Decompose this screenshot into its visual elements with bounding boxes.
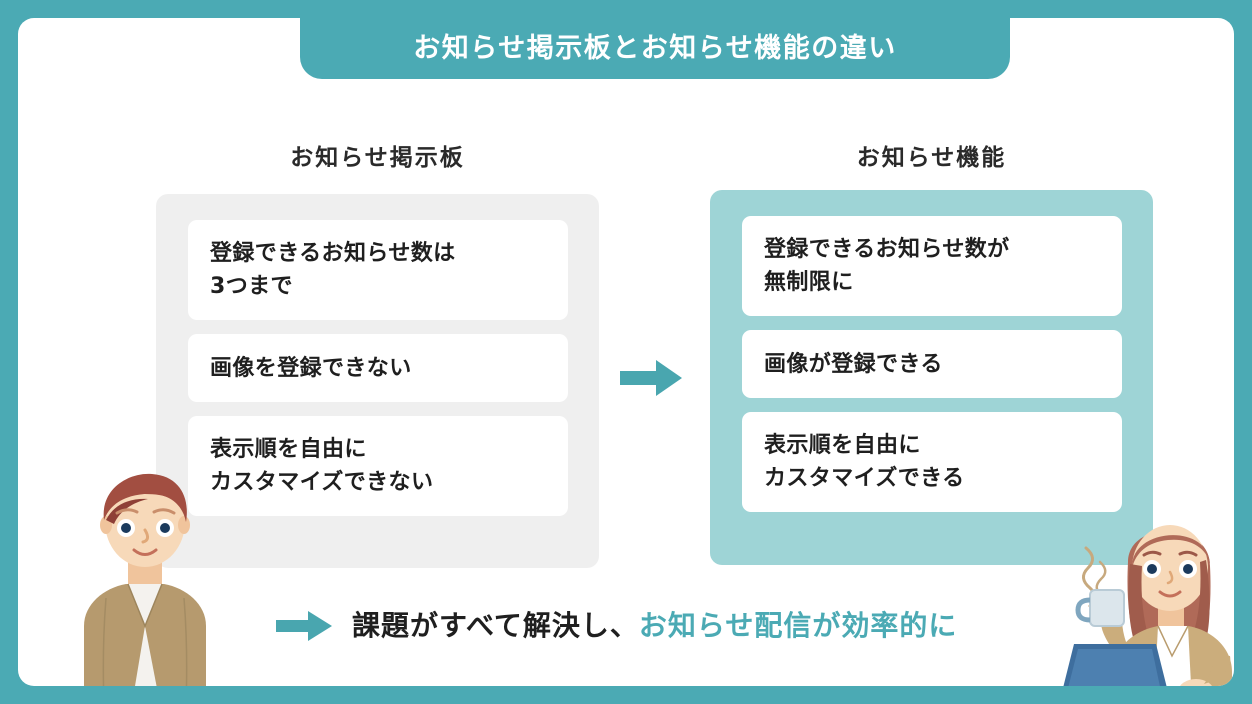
list-item: 登録できるお知らせ数が 無制限に (742, 216, 1122, 316)
right-panel-items: 登録できるお知らせ数が 無制限に 画像が登録できる 表示順を自由に カスタマイズ… (742, 216, 1122, 539)
left-item-1-text: 登録できるお知らせ数は 3つまで (210, 241, 456, 299)
conclusion-line: 課題がすべて解決し、 お知らせ配信が効率的に (276, 603, 957, 649)
conclusion-text-accent: お知らせ配信が効率的に (638, 609, 958, 642)
right-column-heading: お知らせ機能 (856, 145, 1007, 171)
right-item-2-text: 画像が登録できる (764, 351, 943, 377)
slide-card: お知らせ掲示板とお知らせ機能の違い お知らせ掲示板 お知らせ機能 登録できるお知… (18, 18, 1234, 686)
list-item: 画像が登録できる (742, 330, 1122, 398)
man-illustration (70, 458, 220, 686)
list-item: 表示順を自由に カスタマイズできない (188, 416, 568, 516)
left-item-2-text: 画像を登録できない (210, 355, 412, 381)
right-item-3-text: 表示順を自由に カスタマイズできる (764, 433, 965, 491)
left-column-heading: お知らせ掲示板 (290, 145, 465, 171)
list-item: 表示順を自由に カスタマイズできる (742, 412, 1122, 512)
right-item-1-text: 登録できるお知らせ数が 無制限に (764, 237, 1010, 295)
arrow-right-icon (276, 610, 332, 642)
list-item: 登録できるお知らせ数は 3つまで (188, 220, 568, 320)
title-banner: お知らせ掲示板とお知らせ機能の違い (300, 18, 1010, 79)
right-panel: 登録できるお知らせ数が 無制限に 画像が登録できる 表示順を自由に カスタマイズ… (710, 190, 1153, 565)
arrow-right-icon (620, 358, 682, 398)
left-panel-items: 登録できるお知らせ数は 3つまで 画像を登録できない 表示順を自由に カスタマイ… (188, 220, 568, 542)
left-panel: 登録できるお知らせ数は 3つまで 画像を登録できない 表示順を自由に カスタマイ… (156, 194, 599, 568)
left-item-3-text: 表示順を自由に カスタマイズできない (210, 437, 434, 495)
list-item: 画像を登録できない (188, 334, 568, 402)
woman-with-laptop-illustration (1060, 506, 1234, 686)
page-title: お知らせ掲示板とお知らせ機能の違い (413, 33, 897, 64)
conclusion-text-dark: 課題がすべて解決し、 (352, 609, 639, 642)
